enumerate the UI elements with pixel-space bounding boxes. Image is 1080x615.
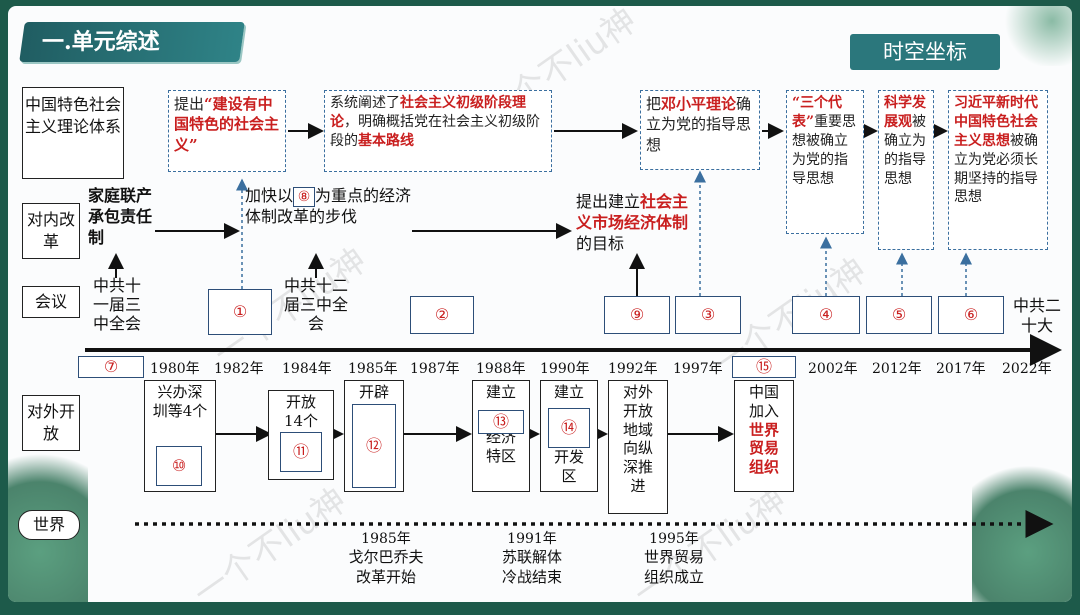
blank-3[interactable]: ③ xyxy=(675,296,741,334)
year-label: 2002年 xyxy=(808,361,858,377)
year-label: 1984年 xyxy=(282,361,332,377)
blank-9[interactable]: ⑨ xyxy=(604,296,670,334)
row-label-theory: 中国特色社会主义理论体系 xyxy=(22,87,124,179)
blank-13[interactable]: ⑬ xyxy=(478,410,524,434)
blank-2[interactable]: ② xyxy=(410,296,474,334)
blank-15[interactable]: ⑮ xyxy=(732,356,796,378)
open-box-deepening: 对外开放地域向纵深推进 xyxy=(608,380,668,514)
year-label: 1985年 xyxy=(348,361,398,377)
year-label: 1982年 xyxy=(214,361,264,377)
world-event-1985: 1985年 戈尔巴乔夫 改革开始 xyxy=(348,531,424,586)
open-box-hainan: 建立 经济特区 xyxy=(472,380,530,492)
world-event-1991: 1991年 苏联解体 冷战结束 xyxy=(501,531,562,586)
theory-box-3: 把邓小平理论确立为党的指导思想 xyxy=(640,90,760,170)
theory-box-6: 习近平新时代中国特色社会主义思想被确立为党必须长期坚持的指导思想 xyxy=(948,90,1048,250)
blank-1[interactable]: ① xyxy=(208,289,272,335)
theory-box-4: “三个代表”重要思想被确立为党的指导思想 xyxy=(786,90,864,234)
year-label: 1988年 xyxy=(476,361,526,377)
year-label: 1980年 xyxy=(150,361,200,377)
spacetime-tag: 时空坐标 xyxy=(850,34,1000,70)
decor-pine-right xyxy=(972,462,1072,602)
open-box-wto: 中国加入世界贸易组织 xyxy=(734,380,794,492)
year-label: 1990年 xyxy=(540,361,590,377)
blank-6[interactable]: ⑥ xyxy=(938,296,1004,334)
row-label-open: 对外开放 xyxy=(22,395,80,451)
world-event-1995: 1995年 世界贸易 组织成立 xyxy=(643,531,704,586)
blank-4[interactable]: ④ xyxy=(792,296,860,334)
year-label: 2022年 xyxy=(1002,361,1052,377)
row-label-world: 世界 xyxy=(18,510,80,540)
meeting-11th-3rd-plenum: 中共十一届三中全会 xyxy=(92,276,141,334)
reform-market-economy: 提出建立社会主义市场经济体制的目标 xyxy=(576,192,689,253)
blank-7[interactable]: ⑦ xyxy=(78,356,144,378)
theory-box-5: 科学发展观被确立为的指导思想 xyxy=(878,90,934,250)
blank-12[interactable]: ⑫ xyxy=(352,404,396,488)
row-label-reform: 对内改革 xyxy=(22,203,80,259)
meeting-12th-3rd-plenum: 中共十二届三中全会 xyxy=(284,276,349,334)
theory-box-1: 提出“建设有中国特色的社会主义” xyxy=(168,90,286,172)
blank-8[interactable]: ⑧ xyxy=(293,187,316,207)
blank-10[interactable]: ⑩ xyxy=(156,446,202,486)
blank-11[interactable]: ⑪ xyxy=(280,432,322,472)
section-header: 一.单元综述 xyxy=(19,22,245,62)
theory-box-2: 系统阐述了社会主义初级阶段理论，明确概括党在社会主义初级阶段的基本路线 xyxy=(324,90,552,172)
meeting-20th-congress: 中共二十大 xyxy=(1012,296,1061,335)
year-label: 2017年 xyxy=(936,361,986,377)
year-label: 1992年 xyxy=(608,361,658,377)
year-label: 2012年 xyxy=(872,361,922,377)
decor-top-right xyxy=(1002,6,1072,66)
blank-5[interactable]: ⑤ xyxy=(866,296,932,334)
row-label-meeting: 会议 xyxy=(22,286,80,318)
reform-household-contract: 家庭联产承包责任制 xyxy=(88,186,153,247)
year-label: 1997年 xyxy=(673,361,723,377)
blank-14[interactable]: ⑭ xyxy=(548,408,590,448)
year-label: 1987年 xyxy=(410,361,460,377)
